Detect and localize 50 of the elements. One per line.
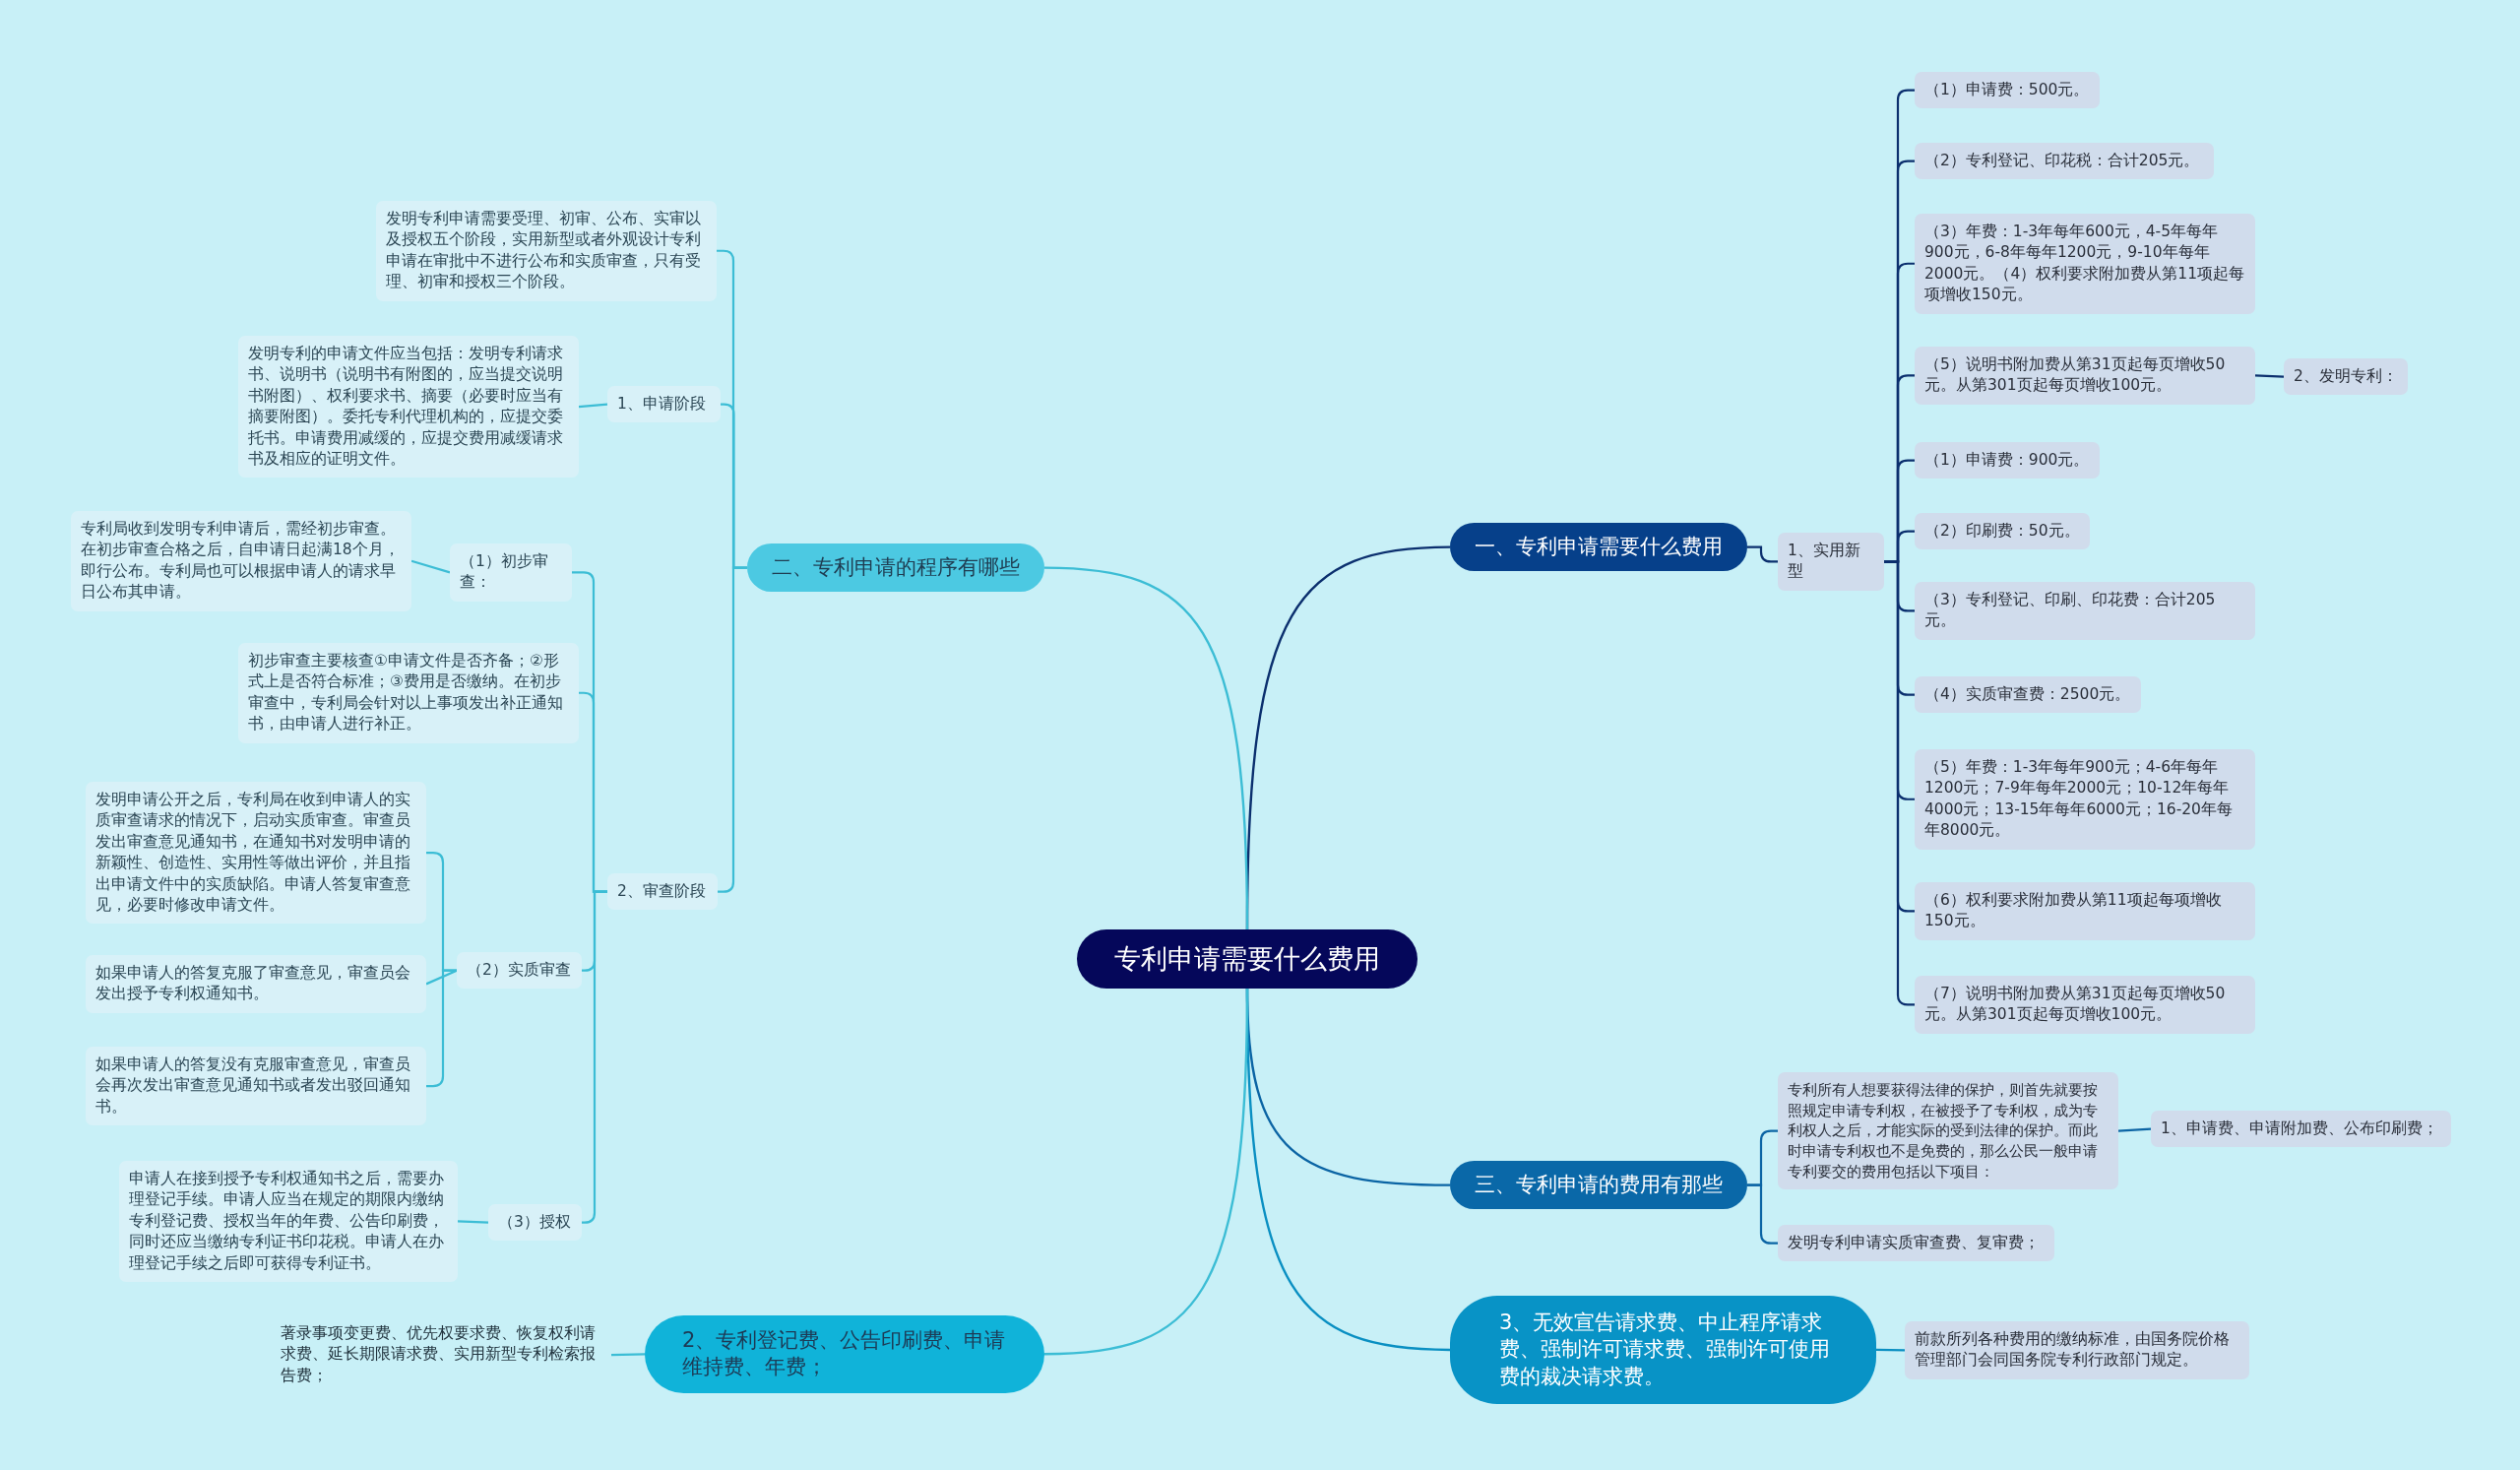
connector-line xyxy=(1747,545,1778,563)
note-box: 1、申请阶段 xyxy=(607,386,721,423)
connector-line xyxy=(582,890,607,1224)
connector-line xyxy=(1043,989,1249,1356)
note-box: （2）专利登记、印花税：合计205元。 xyxy=(1915,143,2214,180)
note-box: 发明专利申请需要受理、初审、公布、实审以及授权五个阶段，实用新型或者外观设计专利申请在审批中不进行公布和实质审查，只有受理、初审和授权三个阶段。 xyxy=(376,201,717,301)
note-box: 专利局收到发明专利申请后，需经初步审查。在初步审查合格之后，自申请日起满18个月，即行公布。专利局也可以根据申请人的请求早日公布其申请。 xyxy=(71,511,411,611)
connector-line xyxy=(457,1220,489,1224)
note-box: （2）实质审查 xyxy=(457,952,582,990)
note-box: （5）年费：1-3年每年900元；4-6年每年1200元；7-9年每年2000元；10-12年每年4000元；13-15年每年6000元；16-20年每年8000元。 xyxy=(1915,749,2255,850)
connector-line xyxy=(2254,374,2285,378)
note-text: 著录事项变更费、优先权要求费、恢复权利请求费、延长期限请求费、实用新型专利检索报告费； xyxy=(277,1321,611,1389)
central-topic: 专利申请需要什么费用 xyxy=(1077,929,1418,989)
connector-line xyxy=(578,403,608,409)
note-box: 2、发明专利： xyxy=(2284,358,2408,396)
note-box: 1、申请费、申请附加费、公布印刷费； xyxy=(2151,1111,2451,1148)
note-box: 发明专利的申请文件应当包括：发明专利请求书、说明书（说明书有附图的，应当提交说明书附图）、权利要求书、摘要（必要时应当有摘要附图）。委托专利代理机构的，应提交委托书。申请费用减缓的，应提交费用减缓请求书及相应的证明文件。 xyxy=(238,336,579,479)
connector-line xyxy=(2117,1127,2152,1132)
note-box: （3）年费：1-3年每年600元，4-5年每年900元，6-8年每年1200元，9-10年每年2000元。（4）权利要求附加费从第11项起每项增收150元。 xyxy=(1915,214,2255,314)
note-box: 前款所列各种费用的缴纳标准，由国务院价格管理部门会同国务院专利行政部门规定。 xyxy=(1905,1321,2249,1379)
note-box: （1）申请费：500元。 xyxy=(1915,72,2100,109)
note-box: （3）专利登记、印刷、印花费：合计205元。 xyxy=(1915,582,2255,640)
note-box: （3）授权 xyxy=(488,1204,582,1242)
topic-pill: 3、无效宣告请求费、中止程序请求费、强制许可请求费、强制许可使用费的裁决请求费。 xyxy=(1450,1296,1876,1404)
note-box: （2）印刷费：50元。 xyxy=(1915,513,2090,550)
note-box: （5）说明书附加费从第31页起每页增收50元。从第301页起每页增收100元。 xyxy=(1915,347,2255,405)
note-box: 如果申请人的答复没有克服审查意见，审查员会再次发出审查意见通知书或者发出驳回通知书。 xyxy=(86,1047,426,1126)
note-box: （1）初步审查： xyxy=(450,543,572,602)
topic-pill: 一、专利申请需要什么费用 xyxy=(1450,523,1747,572)
note-box: 申请人在接到授予专利权通知书之后，需要办理登记手续。申请人应当在规定的期限内缴纳专利登记费、授权当年的年费、公告印刷费，同时还应当缴纳专利证书印花税。申请人在办理登记手续之后即可获得专利证书。 xyxy=(119,1161,458,1282)
note-box: 1、实用新型 xyxy=(1778,533,1884,591)
connector-line xyxy=(1876,1348,1905,1352)
note-box: 初步审查主要核查①申请文件是否齐备；②形式上是否符合标准；③费用是否缴纳。在初步审查中，专利局会针对以上事项发出补正通知书，由申请人进行补正。 xyxy=(238,643,579,743)
topic-pill: 2、专利登记费、公告印刷费、申请维持费、年费； xyxy=(645,1315,1044,1393)
note-box: 如果申请人的答复克服了审查意见，审查员会发出授予专利权通知书。 xyxy=(86,955,426,1013)
note-box: （4）实质审查费：2500元。 xyxy=(1915,676,2141,714)
topic-pill: 三、专利申请的费用有那些 xyxy=(1450,1161,1747,1210)
note-box: 发明专利申请实质审查费、复审费； xyxy=(1778,1225,2054,1262)
connector-line xyxy=(610,1353,646,1357)
note-box: （1）申请费：900元。 xyxy=(1915,442,2100,479)
connector-line xyxy=(1884,560,1915,1006)
note-box: 2、审查阶段 xyxy=(607,873,718,911)
connector-line xyxy=(410,559,451,574)
note-box: 发明申请公开之后，专利局在收到申请人的实质审查请求的情况下，启动实质审查。审查员发出审查意见通知书，在通知书对发明申请的新颖性、创造性、实用性等做出评价，并且指出申请文件中的实质缺陷。申请人答复审查意见，必要时修改申请文件。 xyxy=(86,782,426,925)
note-box: 专利所有人想要获得法律的保护，则首先就要按照规定申请专利权，在被授予了专利权，成为专利权人之后，才能实际的受到法律的保护。而此时申请专利权也不是免费的，那么公民一般申请专利要交的费用包括以下项目： xyxy=(1778,1072,2118,1190)
connector-line xyxy=(425,969,458,986)
topic-pill: 二、专利申请的程序有哪些 xyxy=(747,543,1044,593)
note-box: （6）权利要求附加费从第11项起每项增收150元。 xyxy=(1915,882,2255,940)
connector-line xyxy=(1043,566,1249,929)
note-box: （7）说明书附加费从第31页起每页增收50元。从第301页起每页增收100元。 xyxy=(1915,976,2255,1034)
